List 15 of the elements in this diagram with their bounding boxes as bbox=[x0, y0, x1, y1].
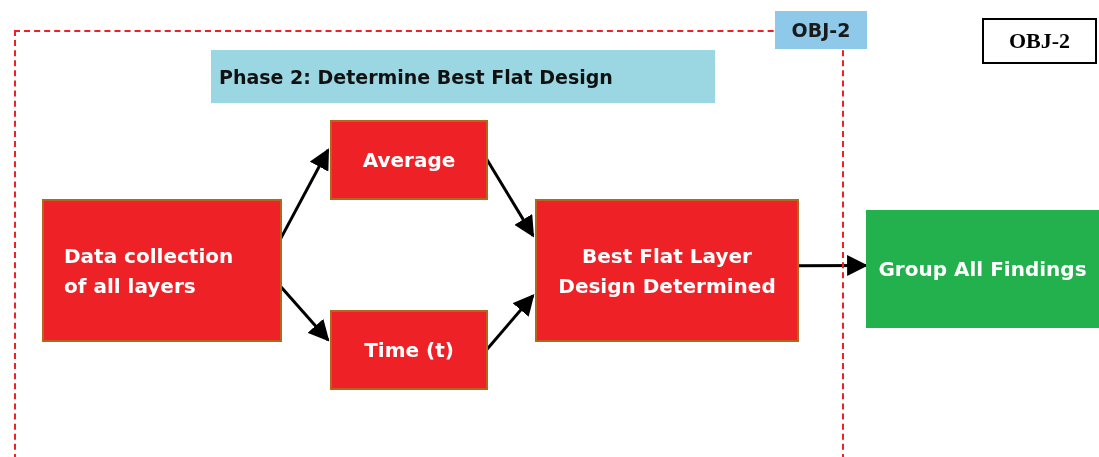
process-box bbox=[42, 199, 282, 342]
node-text: Data collection of all layers bbox=[64, 242, 235, 300]
node-text: Group All Findings bbox=[878, 256, 1087, 283]
node-text: OBJ-2 bbox=[1008, 28, 1071, 54]
phase-title-band bbox=[211, 50, 715, 103]
process-box bbox=[330, 310, 488, 390]
node-text: Average bbox=[362, 147, 456, 174]
process-box bbox=[330, 120, 488, 200]
node-text: Time (t) bbox=[364, 337, 454, 364]
node-text: Best Flat Layer Design Determined bbox=[557, 242, 777, 300]
objective-tag bbox=[982, 18, 1097, 64]
process-box bbox=[866, 210, 1099, 328]
region-tag: OBJ-2 bbox=[775, 11, 867, 49]
process-box bbox=[535, 199, 799, 342]
node-text: Phase 2: Determine Best Flat Design bbox=[219, 65, 613, 88]
